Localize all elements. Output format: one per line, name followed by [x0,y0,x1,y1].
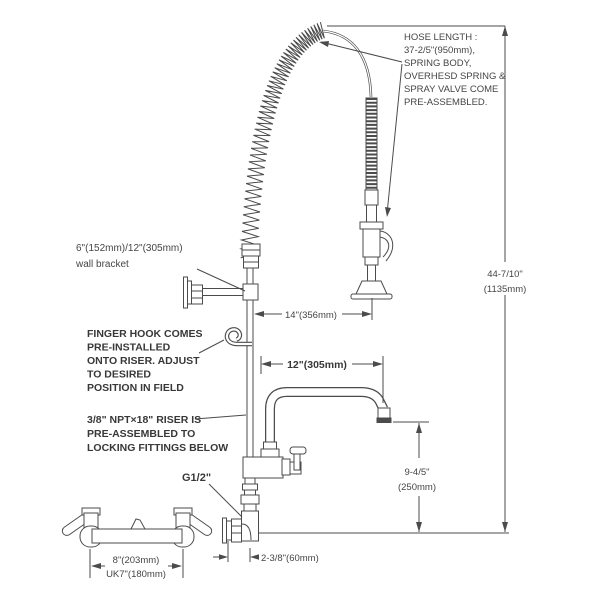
faucet-body [91,528,183,544]
riser-note: 3/8" NPT×18" RISER IS PRE-ASSEMBLED TO L… [87,414,228,454]
riser-note-leader [194,414,247,420]
dim-spout-height-label1: 9-4/5" [404,467,429,478]
locking-fitting-nut [240,494,260,505]
dim-wall-offset-label: 2-3/8"(60mm) [261,553,319,564]
hook-leader [198,339,225,354]
wall-bracket-label-line1: 6"(152mm)/12"(305mm) [76,243,183,254]
riser-note-line3: LOCKING FITTINGS BELOW [87,442,228,454]
inlet-leader [208,483,243,518]
spout-nozzle-tip [376,417,392,423]
spray-bell [355,280,388,295]
finger-hook [224,327,252,347]
valve-handle-stem [293,453,301,471]
finger-hook-line1: FINGER HOOK COMES [87,328,203,340]
dim-faucet-centers-label1: 8"(203mm) [113,555,160,566]
tee-body [242,456,284,479]
dim-overall-height-label2: (1135mm) [484,284,527,295]
coil-base-collar [241,243,261,269]
center-outlet-stub [130,518,146,530]
dim-riser-to-spray-label: 14"(356mm) [285,310,337,321]
wall-mount-faucet [61,507,213,548]
dim-riser-to-spray [254,298,373,320]
elbow-body [241,510,259,542]
dim-spout-length-label: 12"(305mm) [287,359,347,371]
hose-note-line5: SPRAY VALVE COME [404,84,498,95]
riser-note-line2: PRE-ASSEMBLED TO [87,428,195,440]
finger-hook-line2: PRE-INSTALLED [87,342,171,354]
hose-note-line3: SPRING BODY, [404,58,471,69]
finger-hook-line3: ONTO RISER. ADJUST [87,355,200,367]
hose-note-line4: OVERHESD SPRING & [404,71,506,82]
wall-bracket-label-line2: wall bracket [75,259,129,270]
inlet-nut [231,518,242,543]
dim-spout-height [393,421,429,532]
leader-lines [194,41,403,518]
spray-valve [350,189,394,300]
wall-flange [222,517,227,544]
wall-bracket-label: 6"(152mm)/12"(305mm) wall bracket [75,243,183,270]
addon-spout [265,387,392,446]
riser-note-line1: 3/8" NPT×18" RISER IS [87,414,201,426]
spray-handle-inner [379,236,390,258]
hose-note-line1: HOSE LENGTH : [404,32,477,43]
lower-assembly [222,441,307,544]
dim-overall-height-label1: 44-7/10" [487,269,523,280]
dim-overall-height [258,25,509,534]
dim-faucet-centers [89,549,184,578]
spring-body [365,97,378,191]
hose-note: HOSE LENGTH : 37-2/5"(950mm), SPRING BOD… [404,32,506,108]
inlet-size-label: G1/2" [182,472,211,484]
finger-hook-line5: POSITION IN FIELD [87,382,184,394]
finger-hook-line4: TO DESIRED [87,369,151,381]
finger-hook-note: FINGER HOOK COMES PRE-INSTALLED ONTO RIS… [87,328,203,394]
coiled-hose [239,21,325,259]
spout-nozzle [377,407,391,419]
wall-bracket [183,276,259,309]
dim-spout-length [260,356,384,403]
hose-drop [322,29,373,98]
hose-note-line2: 37-2/5"(950mm), [404,45,475,56]
dim-spout-height-label2: (250mm) [398,482,436,493]
valve-handle-knob [289,446,307,455]
hose-note-line6: PRE-ASSEMBLED. [404,97,487,108]
dim-faucet-centers-label2: UK7"(180mm) [106,569,166,580]
dim-wall-offset [213,541,259,562]
spray-handle-outer [379,230,394,262]
bracket-leader [196,268,246,292]
